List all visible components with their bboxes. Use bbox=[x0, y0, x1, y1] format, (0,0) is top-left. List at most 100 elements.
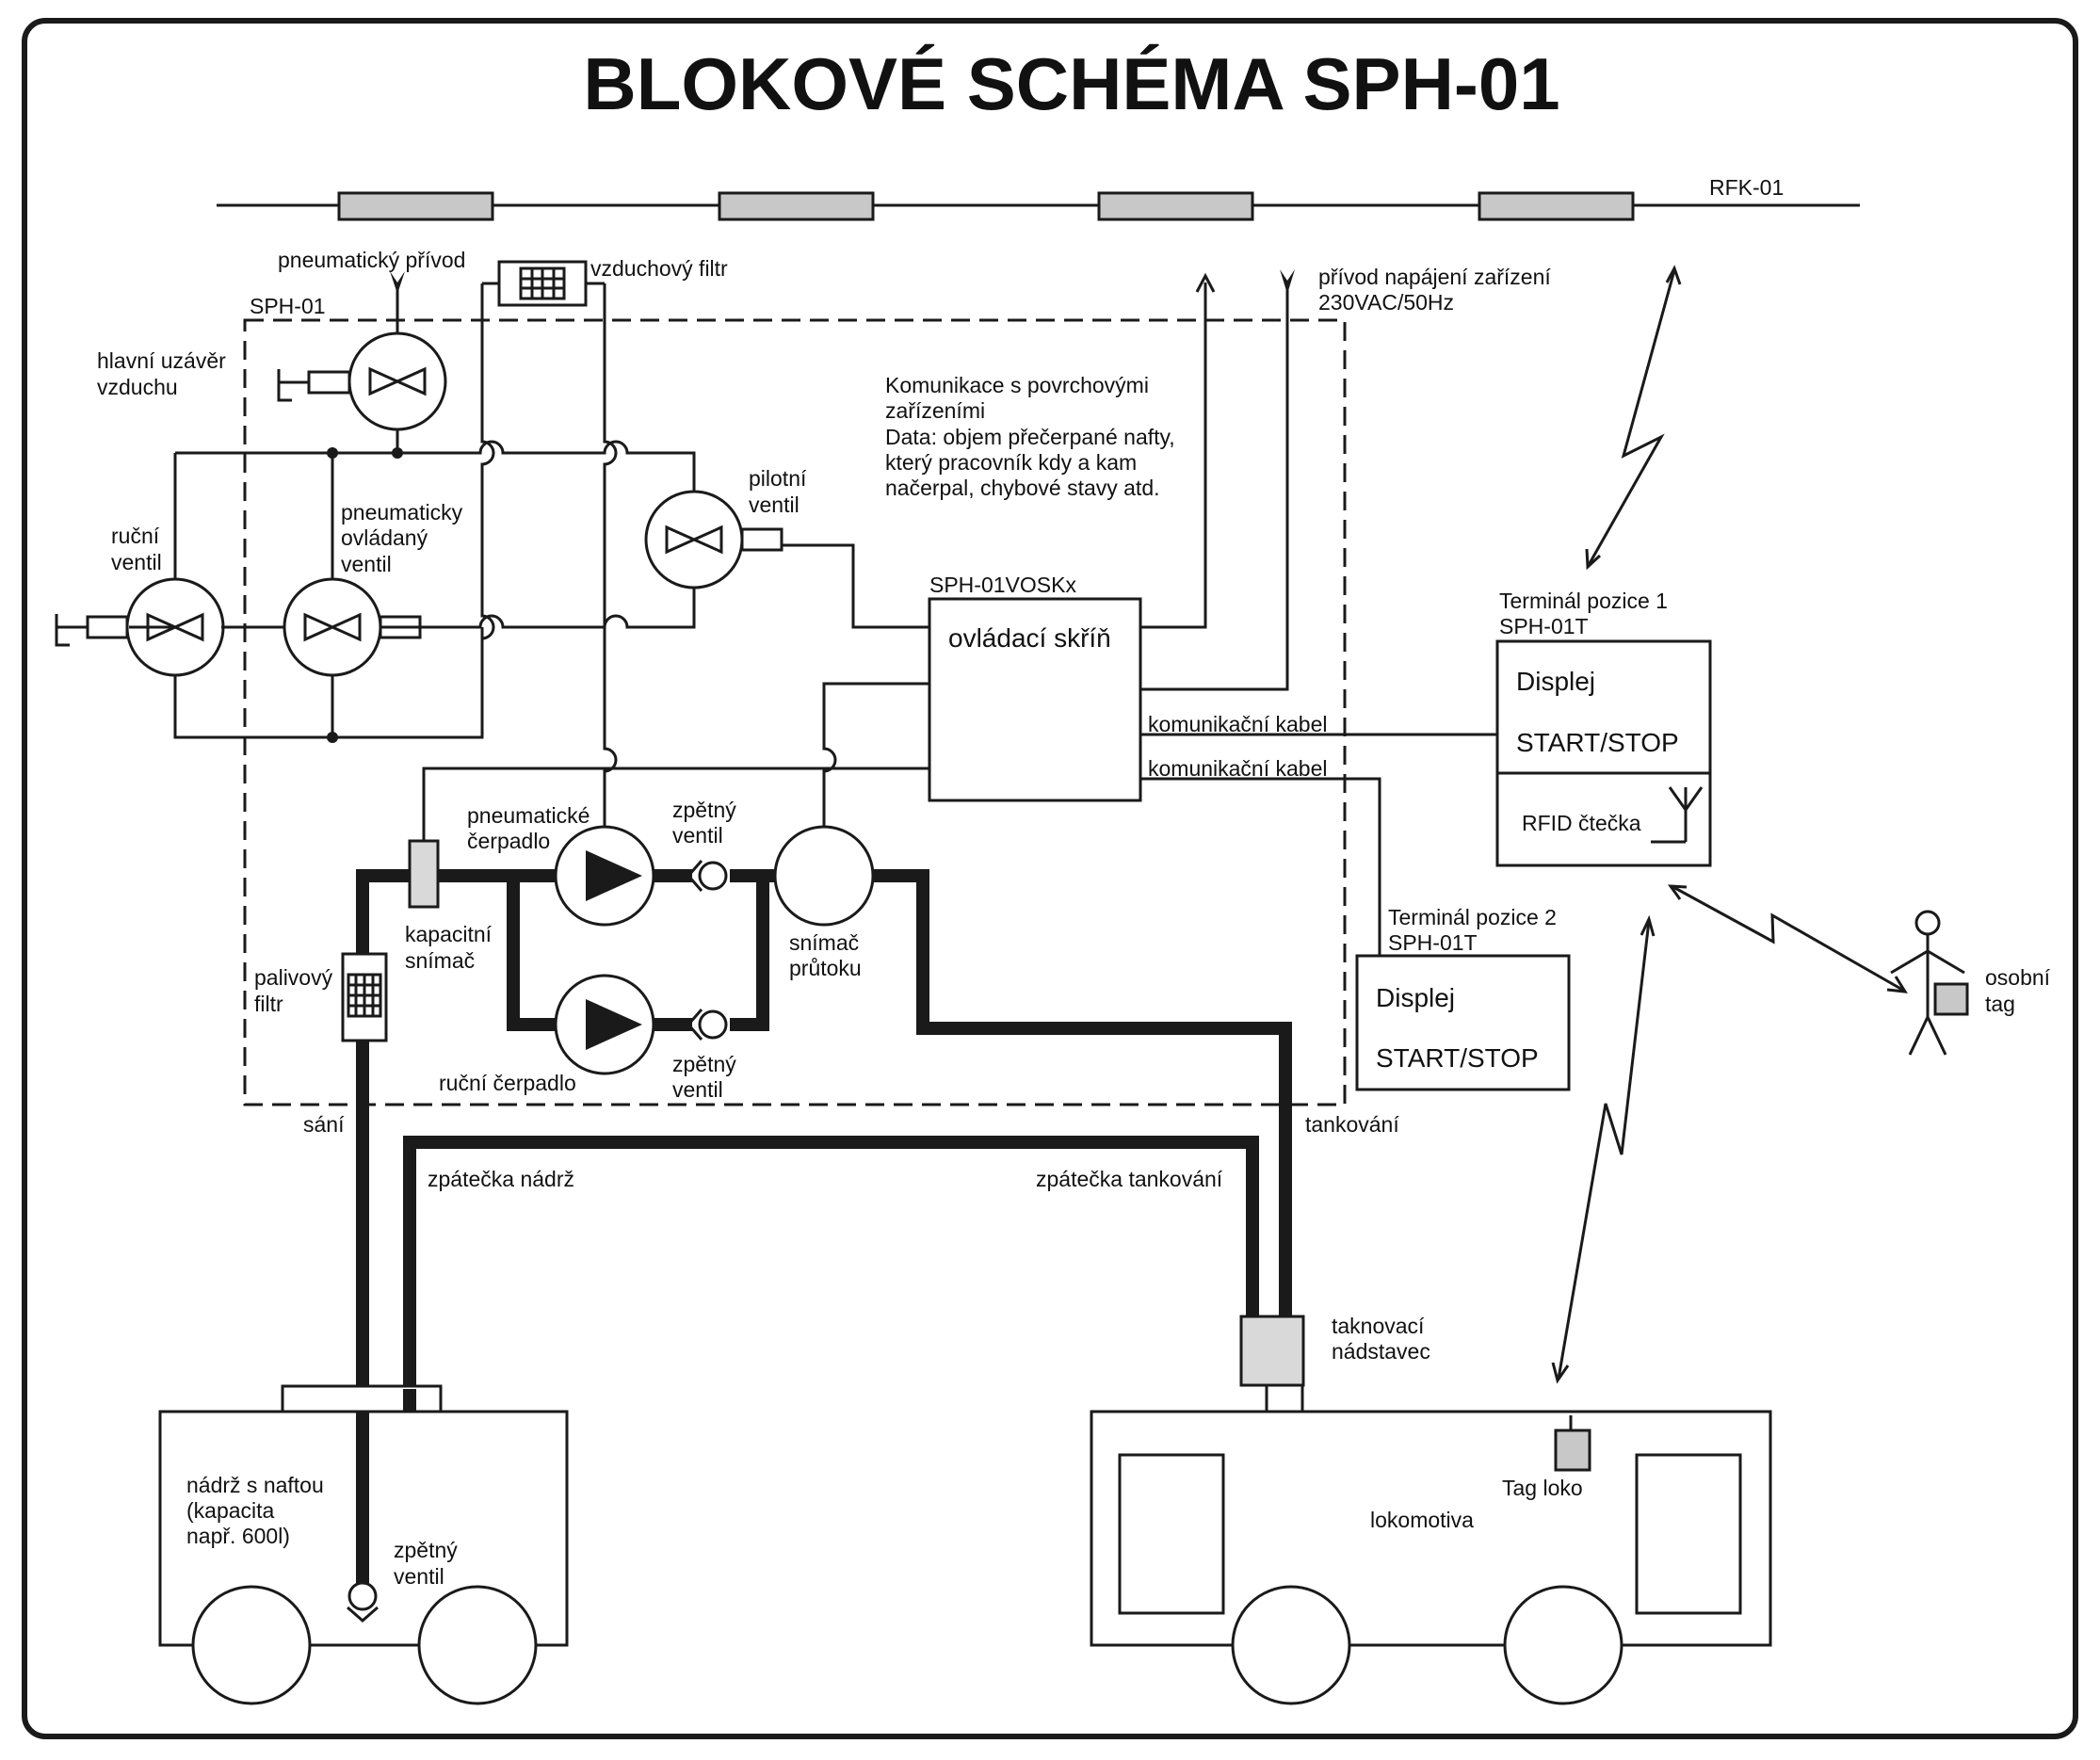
tank-check-valve bbox=[347, 1581, 378, 1611]
loco-window bbox=[1118, 1453, 1225, 1615]
bus-segment bbox=[718, 191, 875, 221]
wireless-link-terminal-loco bbox=[1557, 920, 1651, 1380]
pneumatic-supply-label: pneumatický přívod bbox=[278, 248, 465, 272]
pneumatic-pump-label: pneumatické bbox=[467, 803, 590, 828]
person-icon: osobní tag bbox=[1890, 910, 2051, 1056]
control-cabinet-group: SPH-01VOSKx ovládací skříň Komunikace s … bbox=[422, 265, 1551, 956]
valve-symbol-icon bbox=[146, 612, 204, 642]
terminal1-rfid-label: RFID čtečka bbox=[1522, 811, 1641, 835]
nozzle-label-2: nádstavec bbox=[1332, 1339, 1430, 1364]
check-valve-top-label-2: ventil bbox=[672, 823, 723, 848]
air-circuit: pneumatický přívod hlavní uzávěr vzduchu… bbox=[55, 248, 929, 827]
control-cabinet bbox=[928, 597, 1142, 802]
fuel-filter-label-2: filtr bbox=[254, 992, 283, 1016]
fuel-filter-label: palivový bbox=[254, 965, 333, 990]
terminal2-display: Displej bbox=[1376, 983, 1455, 1012]
loco-window bbox=[1635, 1453, 1742, 1615]
manual-air-valve-label-2: ventil bbox=[111, 550, 162, 574]
antenna-icon bbox=[1651, 786, 1704, 844]
flow-sensor-label: snímač bbox=[789, 930, 859, 955]
filter-grid-icon bbox=[521, 268, 564, 299]
check-valve-bottom-label-2: ventil bbox=[672, 1077, 723, 1102]
bus-segment bbox=[337, 191, 494, 221]
capacitive-sensor-label: kapacitní bbox=[405, 922, 493, 946]
loco-wheel bbox=[1503, 1585, 1623, 1705]
communication-note-5: načerpal, chybové stavy atd. bbox=[885, 476, 1160, 500]
terminal1-id: SPH-01T bbox=[1499, 614, 1589, 638]
suction-pipe[interactable] bbox=[356, 869, 556, 1587]
check-valve-top bbox=[687, 860, 728, 892]
flow-sensor bbox=[773, 825, 875, 927]
tank-check-valve-label-2: ventil bbox=[394, 1564, 444, 1589]
pneumatic-valve-label-2: ovládaný bbox=[341, 525, 428, 550]
valve-symbol-icon bbox=[368, 366, 427, 396]
bus-segment bbox=[1478, 191, 1635, 221]
air-filter-label: vzduchový filtr bbox=[590, 256, 728, 281]
terminal2-id: SPH-01T bbox=[1388, 930, 1478, 955]
personal-tag bbox=[1933, 982, 1969, 1016]
valve-symbol-icon bbox=[665, 525, 723, 555]
bus-label: RFK-01 bbox=[1709, 175, 1784, 200]
fuel-tank: nádrž s naftou (kapacita např. 600l) zpě… bbox=[158, 1384, 569, 1705]
diagram-title: BLOKOVÉ SCHÉMA SPH-01 bbox=[583, 42, 1559, 125]
tank-label-2: (kapacita bbox=[186, 1498, 275, 1523]
terminal2-title: Terminál pozice 2 bbox=[1388, 905, 1557, 929]
outer-frame bbox=[22, 18, 2078, 1739]
fuel-circuit: kapacitní snímač palivový filtr pneumati… bbox=[254, 798, 1430, 1587]
terminal1-display: Displej bbox=[1516, 667, 1595, 696]
refueling-nozzle[interactable] bbox=[1239, 1315, 1305, 1387]
communication-note-3: Data: objem přečerpané nafty, bbox=[885, 425, 1175, 449]
loco-tag bbox=[1554, 1429, 1591, 1472]
sph01-enclosure bbox=[243, 318, 1347, 1106]
terminal1-title: Terminál pozice 1 bbox=[1499, 589, 1668, 613]
check-valve-bottom-label: zpětný bbox=[672, 1052, 736, 1076]
manual-pump-label: ruční čerpadlo bbox=[439, 1071, 576, 1095]
comm-cable-label-2: komunikační kabel bbox=[1148, 756, 1328, 781]
sph01-label: SPH-01 bbox=[250, 294, 326, 318]
check-valve-bottom bbox=[687, 1009, 728, 1041]
pilot-valve-label-2: ventil bbox=[749, 492, 800, 517]
main-air-valve-label: hlavní uzávěr bbox=[97, 348, 226, 373]
communication-note-2: zařízeními bbox=[885, 398, 985, 423]
pneumatic-pump-label-2: čerpadlo bbox=[467, 829, 550, 853]
pilot-valve-label: pilotní bbox=[749, 466, 807, 491]
check-valve-top-label: zpětný bbox=[672, 798, 736, 822]
main-air-valve-label-2: vzduchu bbox=[97, 375, 178, 399]
locomotive: Tag loko lokomotiva bbox=[1090, 1410, 1772, 1705]
capacitive-sensor-label-2: snímač bbox=[405, 948, 475, 973]
control-cabinet-label: ovládací skříň bbox=[948, 623, 1111, 653]
nozzle-label: taknovací bbox=[1332, 1314, 1425, 1338]
comm-cable-label-1: komunikační kabel bbox=[1148, 712, 1328, 736]
refuel-return-label: zpátečka tankování bbox=[1036, 1167, 1223, 1191]
refueling-pipe[interactable] bbox=[871, 869, 1292, 1318]
communication-note-4: který pracovník kdy a kam bbox=[885, 450, 1137, 475]
pneumatic-valve-label: pneumaticky bbox=[341, 500, 463, 525]
tank-label: nádrž s naftou bbox=[186, 1473, 324, 1497]
terminal-2: Terminál pozice 2 SPH-01T Displej START/… bbox=[1355, 905, 1571, 1091]
terminal1-button[interactable]: START/STOP bbox=[1516, 728, 1679, 757]
tank-return-pipe[interactable] bbox=[403, 1136, 1259, 1389]
pump-triangle-icon bbox=[586, 999, 642, 1050]
rfk-bus: RFK-01 bbox=[217, 175, 1860, 221]
flow-sensor-label-2: průtoku bbox=[789, 956, 862, 980]
wireless-links bbox=[1551, 265, 1908, 1384]
terminal-1: Terminál pozice 1 SPH-01T Displej START/… bbox=[1495, 589, 1712, 867]
power-label: přívod napájení zařízení bbox=[1318, 265, 1551, 289]
terminal1-box bbox=[1495, 639, 1712, 867]
tank-wheel bbox=[191, 1585, 312, 1705]
control-id-label: SPH-01VOSKx bbox=[929, 573, 1076, 597]
power-arrow-icon bbox=[1280, 269, 1295, 294]
tank-label-3: např. 600l) bbox=[186, 1524, 290, 1548]
loco-label: lokomotiva bbox=[1370, 1508, 1474, 1532]
terminal2-button[interactable]: START/STOP bbox=[1376, 1043, 1539, 1073]
pump-triangle-icon bbox=[586, 850, 642, 901]
tank-return-label: zpátečka nádrž bbox=[428, 1167, 574, 1191]
manual-air-valve-label: ruční bbox=[111, 524, 160, 548]
suction-label: sání bbox=[303, 1112, 345, 1137]
loco-wheel bbox=[1231, 1585, 1351, 1705]
up-arrow-icon bbox=[1195, 272, 1216, 293]
personal-tag-label: osobní bbox=[1985, 965, 2051, 990]
wireless-link-terminal-person bbox=[1671, 884, 1905, 993]
terminal2-box bbox=[1355, 954, 1571, 1091]
